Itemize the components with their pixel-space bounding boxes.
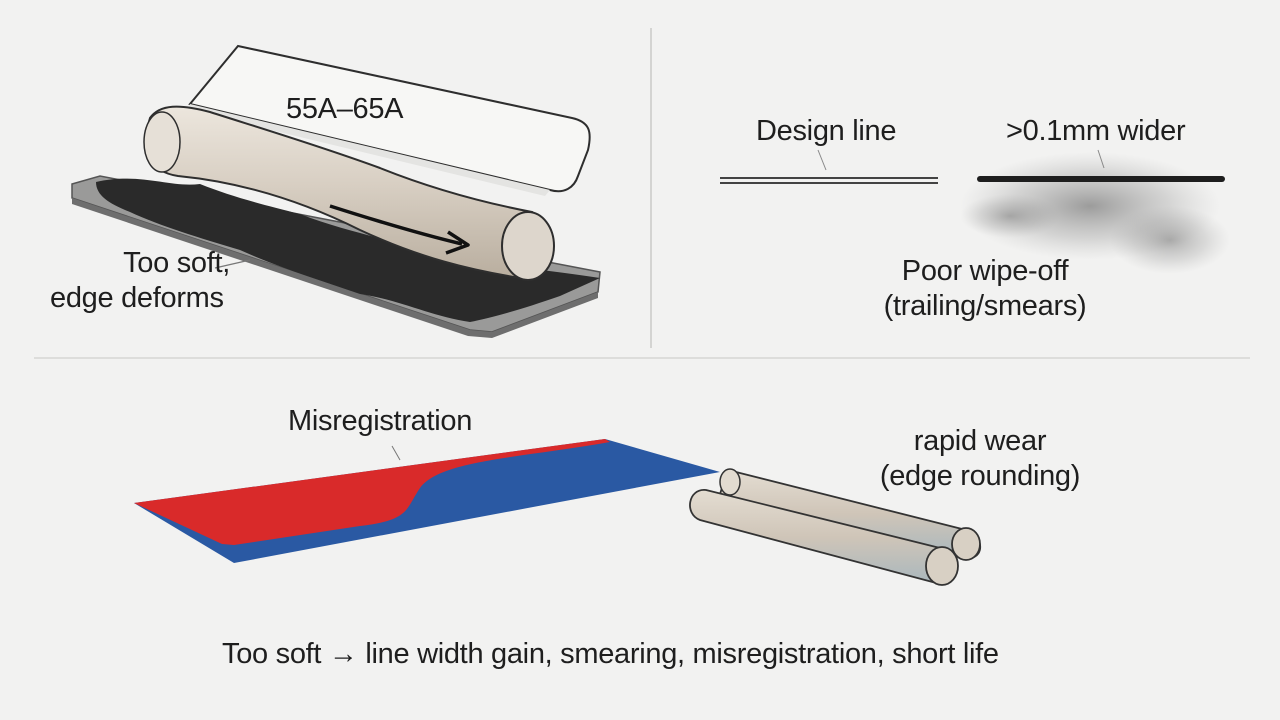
deform-label-line1: Too soft, [123,247,230,279]
wider-label: >0.1mm wider [1006,115,1186,147]
ink-puddle [96,178,600,322]
wipe-result-line1: Poor wipe-off [901,255,1069,287]
squeegee-block [188,44,591,193]
squeegee-illustration [71,44,601,338]
wear-label-line1: rapid wear [913,425,1047,457]
direction-arrow [329,204,463,246]
wear-label-line2: (edge rounding) [879,460,1081,492]
roller-end-cap [501,211,555,281]
summary-caption: Too soft → line width gain, smearing, mi… [222,638,999,670]
design-line-label: Design line [756,115,897,147]
red-layer [134,439,610,545]
line-comparison [720,149,1230,274]
deform-label-line2: edge deforms [50,282,224,314]
misregistration-label: Misregistration [288,405,473,437]
hardness-label: 55A–65A [286,93,404,125]
wipe-result-line2: (trailing/smears) [883,290,1087,322]
misregistration-illustration [134,439,981,586]
